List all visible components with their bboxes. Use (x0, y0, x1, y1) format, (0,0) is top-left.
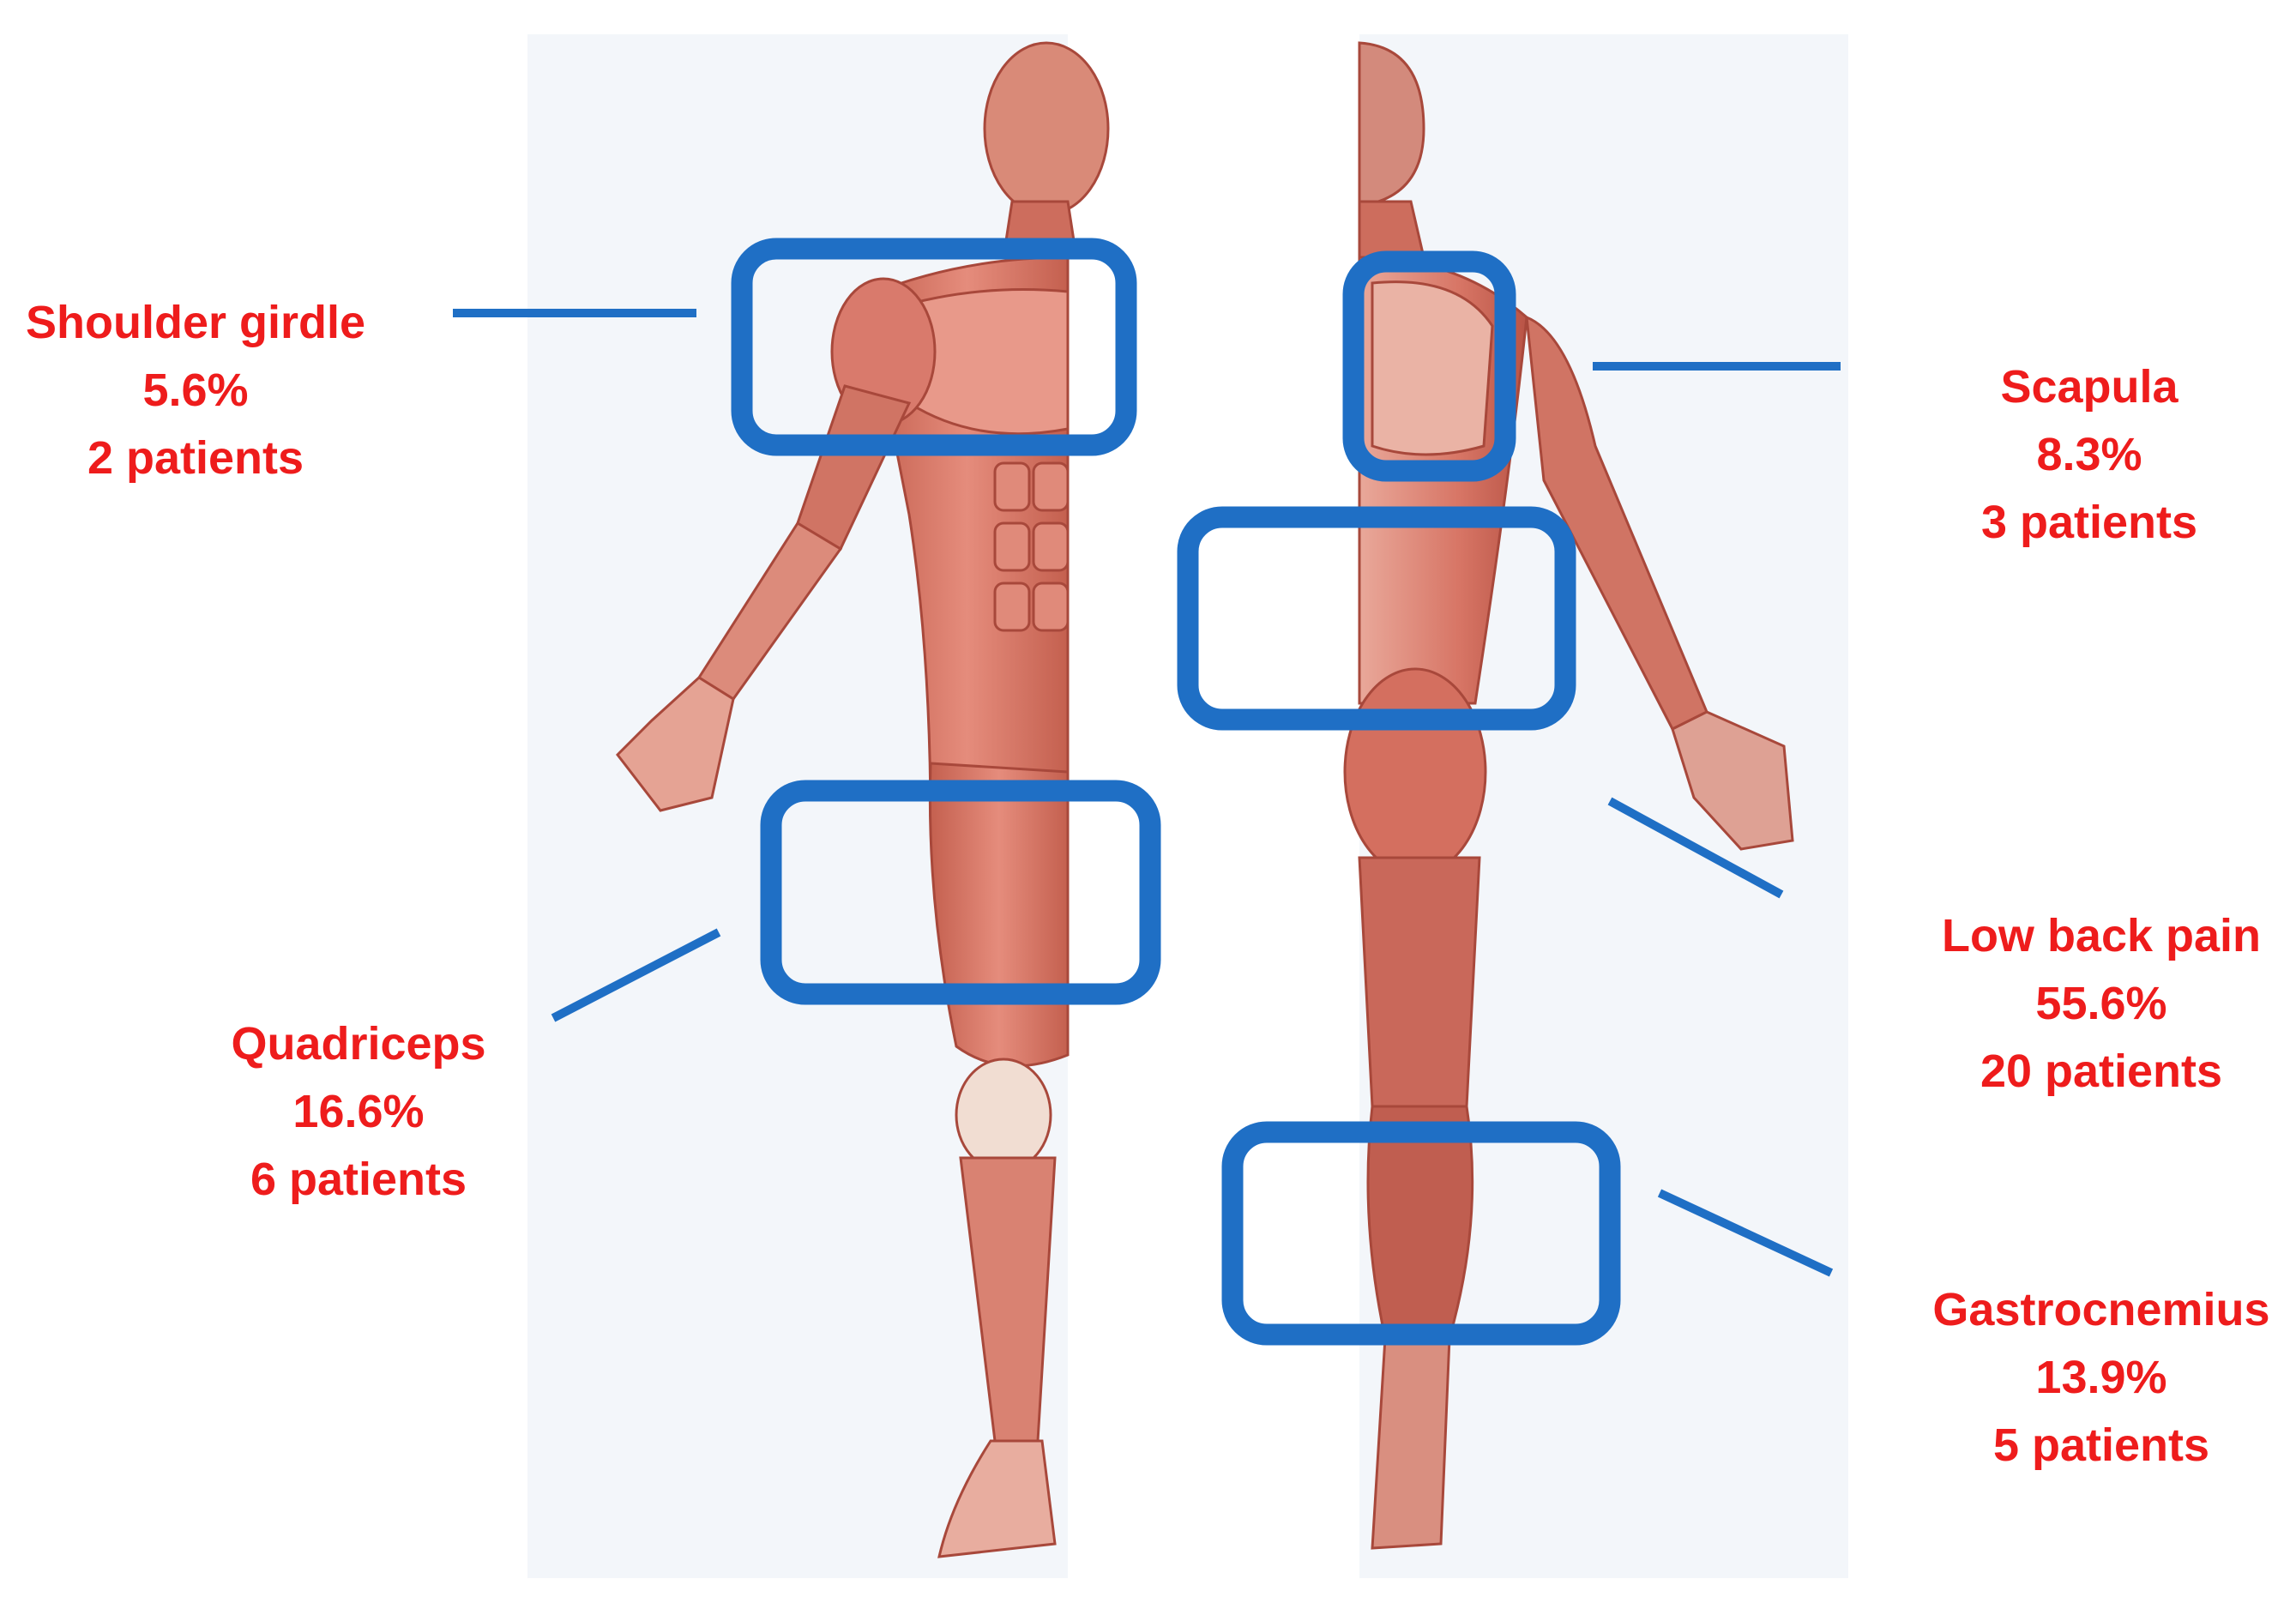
gastrocnemius-leader-line (1657, 1189, 1834, 1277)
region-patients: 2 patients (87, 432, 304, 484)
region-patients: 3 patients (1980, 497, 2198, 548)
low-back-leader-line (1607, 797, 1784, 899)
scapula-label: Scapula 8.3% 3 patients (1981, 353, 2197, 557)
gastrocnemius-region-box (1221, 1121, 1621, 1346)
region-percent: 55.6% (2035, 978, 2167, 1029)
quadriceps-leader-line (551, 928, 721, 1022)
region-name: Low back pain (1941, 910, 2262, 961)
region-name: Scapula (2000, 361, 2178, 413)
low-back-pain-label: Low back pain 55.6% 20 patients (1942, 902, 2261, 1106)
region-patients: 5 patients (1992, 1419, 2210, 1471)
region-name: Gastrocnemius (1932, 1284, 2270, 1335)
shoulder-girdle-region-box (731, 238, 1137, 456)
region-percent: 5.6% (142, 365, 249, 416)
anterior-muscle-figure-icon (616, 41, 1110, 1558)
region-patients: 20 patients (1980, 1046, 2223, 1097)
region-name: Quadriceps (231, 1018, 486, 1070)
region-percent: 13.9% (2035, 1352, 2167, 1403)
region-percent: 16.6% (292, 1086, 425, 1137)
gastrocnemius-label: Gastrocnemius 13.9% 5 patients (1932, 1276, 2269, 1479)
quadriceps-label: Quadriceps 16.6% 6 patients (231, 1010, 485, 1214)
quadriceps-region-box (760, 780, 1161, 1005)
region-patients: 6 patients (250, 1154, 467, 1205)
region-name: Shoulder girdle (25, 297, 366, 348)
shoulder-girdle-label: Shoulder girdle 5.6% 2 patients (26, 289, 365, 492)
region-percent: 8.3% (2036, 429, 2142, 480)
low-back-region-box (1177, 506, 1576, 731)
scapula-region-box (1342, 250, 1516, 482)
